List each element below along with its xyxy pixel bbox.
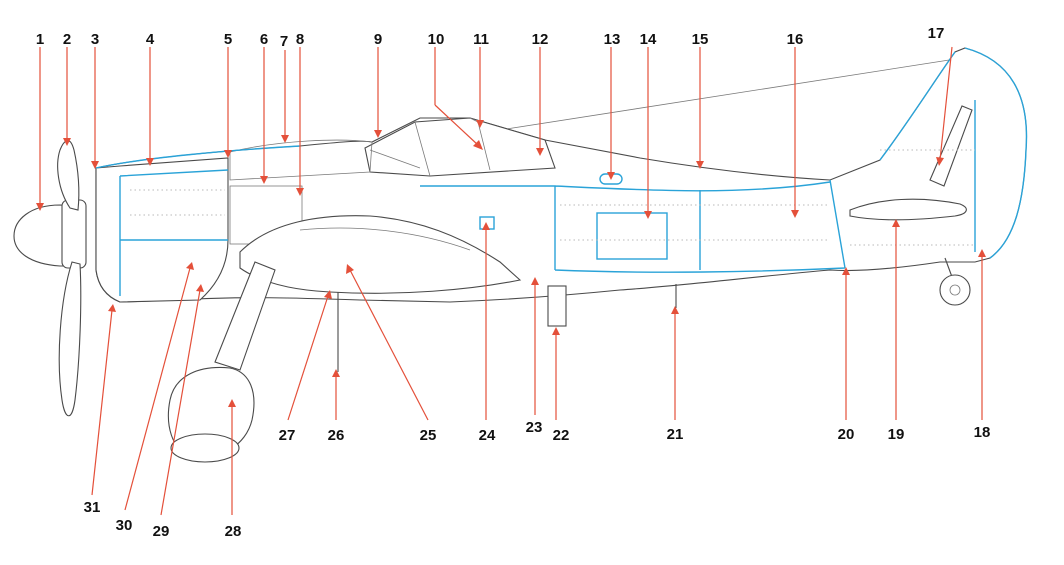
arrowhead-24 bbox=[482, 222, 490, 230]
canopy bbox=[364, 117, 556, 177]
leader-lines bbox=[39, 46, 983, 516]
tail-wheel-hub bbox=[949, 284, 961, 296]
callout-17: 17 bbox=[928, 25, 945, 42]
callout-numbers: 1 2 3 4 5 6 7 8 9 10 11 12 13 14 15 16 1… bbox=[36, 25, 991, 540]
callout-16: 16 bbox=[787, 31, 804, 48]
leader-27 bbox=[287, 295, 329, 421]
leader-29 bbox=[160, 289, 201, 516]
arrowhead-14 bbox=[644, 211, 652, 219]
arrowhead-11 bbox=[476, 120, 484, 128]
fuselage bbox=[95, 47, 1028, 303]
callout-29: 29 bbox=[153, 523, 170, 540]
callout-1: 1 bbox=[36, 31, 44, 48]
propeller-blade-upper bbox=[57, 140, 80, 211]
arrowhead-9 bbox=[374, 130, 382, 138]
leader-31 bbox=[91, 309, 113, 496]
arrowhead-18 bbox=[978, 249, 986, 257]
callout-26: 26 bbox=[328, 427, 345, 444]
arrowhead-27 bbox=[324, 290, 332, 299]
wing-fillet bbox=[299, 227, 471, 251]
callout-21: 21 bbox=[667, 426, 684, 443]
callout-31: 31 bbox=[84, 499, 101, 516]
main-gear-leg bbox=[214, 261, 276, 371]
arrowhead-17 bbox=[936, 157, 944, 166]
antenna-wire bbox=[499, 57, 963, 131]
propeller-blade-lower bbox=[58, 261, 82, 417]
rivet-lines bbox=[130, 149, 975, 246]
arrowhead-8 bbox=[296, 188, 304, 196]
leader-25 bbox=[349, 269, 429, 421]
gun-cowling bbox=[229, 139, 373, 181]
arrowhead-20 bbox=[842, 267, 850, 275]
leader-10b bbox=[434, 104, 479, 146]
arrowhead-10 bbox=[473, 140, 483, 150]
callout-9: 9 bbox=[374, 31, 382, 48]
windscreen-frame bbox=[369, 121, 431, 177]
arrowhead-16 bbox=[791, 210, 799, 218]
wing bbox=[239, 215, 522, 294]
callout-28: 28 bbox=[225, 523, 242, 540]
arrowhead-13 bbox=[607, 172, 615, 180]
main-wheel-tire bbox=[170, 433, 240, 463]
arrowhead-26 bbox=[332, 369, 340, 377]
arrowhead-5 bbox=[224, 150, 232, 158]
callout-4: 4 bbox=[146, 31, 155, 48]
arrowhead-21 bbox=[671, 306, 679, 314]
arrowhead-7 bbox=[281, 135, 289, 143]
callout-13: 13 bbox=[604, 31, 621, 48]
leader-17 bbox=[939, 46, 953, 161]
callout-10: 10 bbox=[428, 31, 445, 48]
callout-11: 11 bbox=[473, 31, 489, 48]
callout-3: 3 bbox=[91, 31, 99, 48]
callout-24: 24 bbox=[479, 427, 496, 444]
callout-12: 12 bbox=[532, 31, 549, 48]
callout-22: 22 bbox=[553, 427, 570, 444]
callout-5: 5 bbox=[224, 31, 232, 48]
arrowhead-2 bbox=[63, 138, 71, 146]
callout-27: 27 bbox=[279, 427, 296, 444]
callout-15: 15 bbox=[692, 31, 709, 48]
arrowhead-30 bbox=[186, 262, 194, 270]
callout-8: 8 bbox=[296, 31, 304, 48]
arrowhead-1 bbox=[36, 203, 44, 211]
arrowhead-12 bbox=[536, 148, 544, 156]
callout-2: 2 bbox=[63, 31, 71, 48]
callout-14: 14 bbox=[640, 31, 657, 48]
access-hatch bbox=[596, 212, 668, 260]
callout-20: 20 bbox=[838, 426, 855, 443]
arrowhead-4 bbox=[146, 158, 154, 166]
arrowhead-31 bbox=[108, 304, 116, 312]
trim-tab bbox=[929, 105, 973, 187]
callout-19: 19 bbox=[888, 426, 905, 443]
arrowhead-23 bbox=[531, 277, 539, 285]
tail-wheel bbox=[939, 274, 971, 306]
arrowheads bbox=[36, 120, 986, 407]
arrowhead-6 bbox=[260, 176, 268, 184]
horizontal-stabilizer bbox=[849, 198, 967, 221]
callout-18: 18 bbox=[974, 424, 991, 441]
arrowhead-3 bbox=[91, 161, 99, 169]
propeller-hub bbox=[61, 199, 87, 269]
callout-23: 23 bbox=[526, 419, 543, 436]
aircraft-drawing bbox=[13, 47, 1028, 463]
arrowhead-19 bbox=[892, 219, 900, 227]
callout-6: 6 bbox=[260, 31, 268, 48]
ventral-step bbox=[547, 285, 567, 327]
callout-30: 30 bbox=[116, 517, 133, 534]
callout-25: 25 bbox=[420, 427, 437, 444]
engine-cowling bbox=[95, 157, 229, 303]
arrowhead-25 bbox=[346, 264, 354, 274]
canopy-frame bbox=[469, 117, 491, 171]
callout-7: 7 bbox=[280, 33, 288, 50]
arrowhead-22 bbox=[552, 327, 560, 335]
arrowhead-29 bbox=[196, 284, 204, 292]
leader-30 bbox=[124, 267, 191, 511]
arrowhead-28 bbox=[228, 399, 236, 407]
arrowhead-15 bbox=[696, 161, 704, 169]
panel-lines bbox=[95, 47, 1028, 296]
